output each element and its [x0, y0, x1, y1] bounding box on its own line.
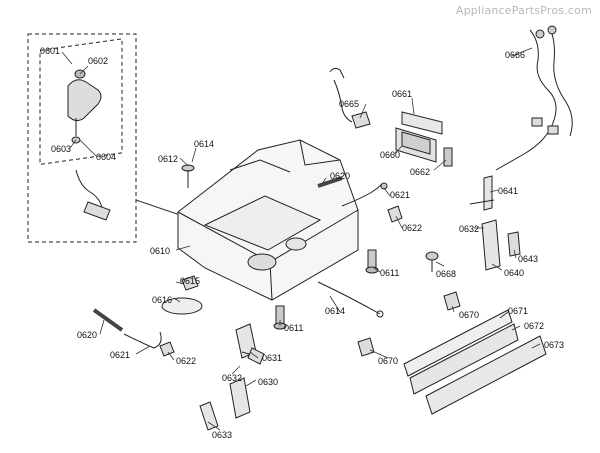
part-label-0662[interactable]: 0662 [410, 167, 431, 177]
hose-0621-top [341, 182, 388, 207]
part-0670-bottom [357, 337, 375, 357]
wire-0614 [317, 281, 384, 318]
part-label-0670-top[interactable]: 0670 [459, 310, 480, 320]
part-label-0630[interactable]: 0630 [258, 377, 279, 387]
strip-0672 [409, 323, 519, 395]
part-label-0632-bottom[interactable]: 0632 [222, 373, 243, 383]
part-label-0614-mid[interactable]: 0614 [325, 306, 346, 316]
part-label-0660[interactable]: 0660 [380, 150, 401, 160]
bracket-0640 [481, 219, 501, 271]
panel-0661 [401, 111, 443, 135]
part-label-0641[interactable]: 0641 [498, 186, 519, 196]
part-label-0666[interactable]: 0666 [505, 50, 526, 60]
part-0662 [443, 147, 453, 167]
part-label-0621-top[interactable]: 0621 [390, 190, 411, 200]
base-0610 [177, 139, 359, 301]
part-label-0661[interactable]: 0661 [392, 89, 413, 99]
part-label-0616[interactable]: 0616 [152, 295, 173, 305]
hose-0621-left [123, 331, 162, 349]
bracket-0630 [229, 377, 251, 419]
part-label-0611-top[interactable]: 0611 [380, 268, 400, 278]
clip-0622-top [387, 205, 403, 223]
screw-0612 [181, 164, 195, 188]
leader-lines [61, 47, 541, 431]
watermark: AppliancePartsPros.com [455, 4, 592, 17]
part-label-0604[interactable]: 0604 [96, 152, 117, 162]
part-label-0640[interactable]: 0640 [504, 268, 525, 278]
inset-box [27, 33, 181, 243]
part-label-0672[interactable]: 0672 [524, 321, 545, 331]
part-0615 [181, 275, 199, 291]
screw-0620-left [92, 308, 124, 332]
part-label-0620-top[interactable]: 0620 [330, 171, 351, 181]
part-0643 [507, 231, 521, 257]
panel-0660 [395, 127, 437, 163]
harness-0666 [495, 25, 573, 171]
float-0616 [161, 297, 203, 315]
part-label-0671[interactable]: 0671 [508, 306, 529, 316]
strip-0673 [425, 335, 547, 415]
clip-0622-left [159, 341, 175, 357]
part-label-0615[interactable]: 0615 [180, 276, 201, 286]
cord-0665 [329, 67, 371, 129]
part-label-0612[interactable]: 0612 [158, 154, 179, 164]
strip-0671 [403, 309, 513, 377]
part-label-0601[interactable]: 0601 [40, 46, 61, 56]
part-label-0603[interactable]: 0603 [51, 144, 72, 154]
part-label-0670-bottom[interactable]: 0670 [378, 356, 399, 366]
part-label-0614-top[interactable]: 0614 [194, 139, 215, 149]
screw-0620-top [317, 176, 343, 188]
part-label-0673[interactable]: 0673 [544, 340, 565, 350]
part-label-0632-right[interactable]: 0632 [459, 224, 480, 234]
part-0670-top [443, 291, 461, 311]
part-label-0622-top[interactable]: 0622 [402, 223, 423, 233]
pump-assembly-0601 [67, 69, 111, 221]
part-label-0665[interactable]: 0665 [339, 99, 360, 109]
part-label-0631[interactable]: 0631 [262, 353, 283, 363]
bracket-0633 [199, 401, 219, 431]
part-label-0620-left[interactable]: 0620 [77, 330, 98, 340]
part-label-0643[interactable]: 0643 [518, 254, 539, 264]
bracket-0631 [235, 323, 265, 365]
part-label-0611-mid[interactable]: 0611 [284, 323, 304, 333]
part-label-0633[interactable]: 0633 [212, 430, 233, 440]
part-label-0621-left[interactable]: 0621 [110, 350, 131, 360]
part-label-0610[interactable]: 0610 [150, 246, 171, 256]
bracket-0641 [469, 175, 495, 211]
part-0668 [425, 251, 439, 272]
part-label-0668[interactable]: 0668 [436, 269, 457, 279]
part-label-0622-left[interactable]: 0622 [176, 356, 197, 366]
part-label-0602[interactable]: 0602 [88, 56, 109, 66]
